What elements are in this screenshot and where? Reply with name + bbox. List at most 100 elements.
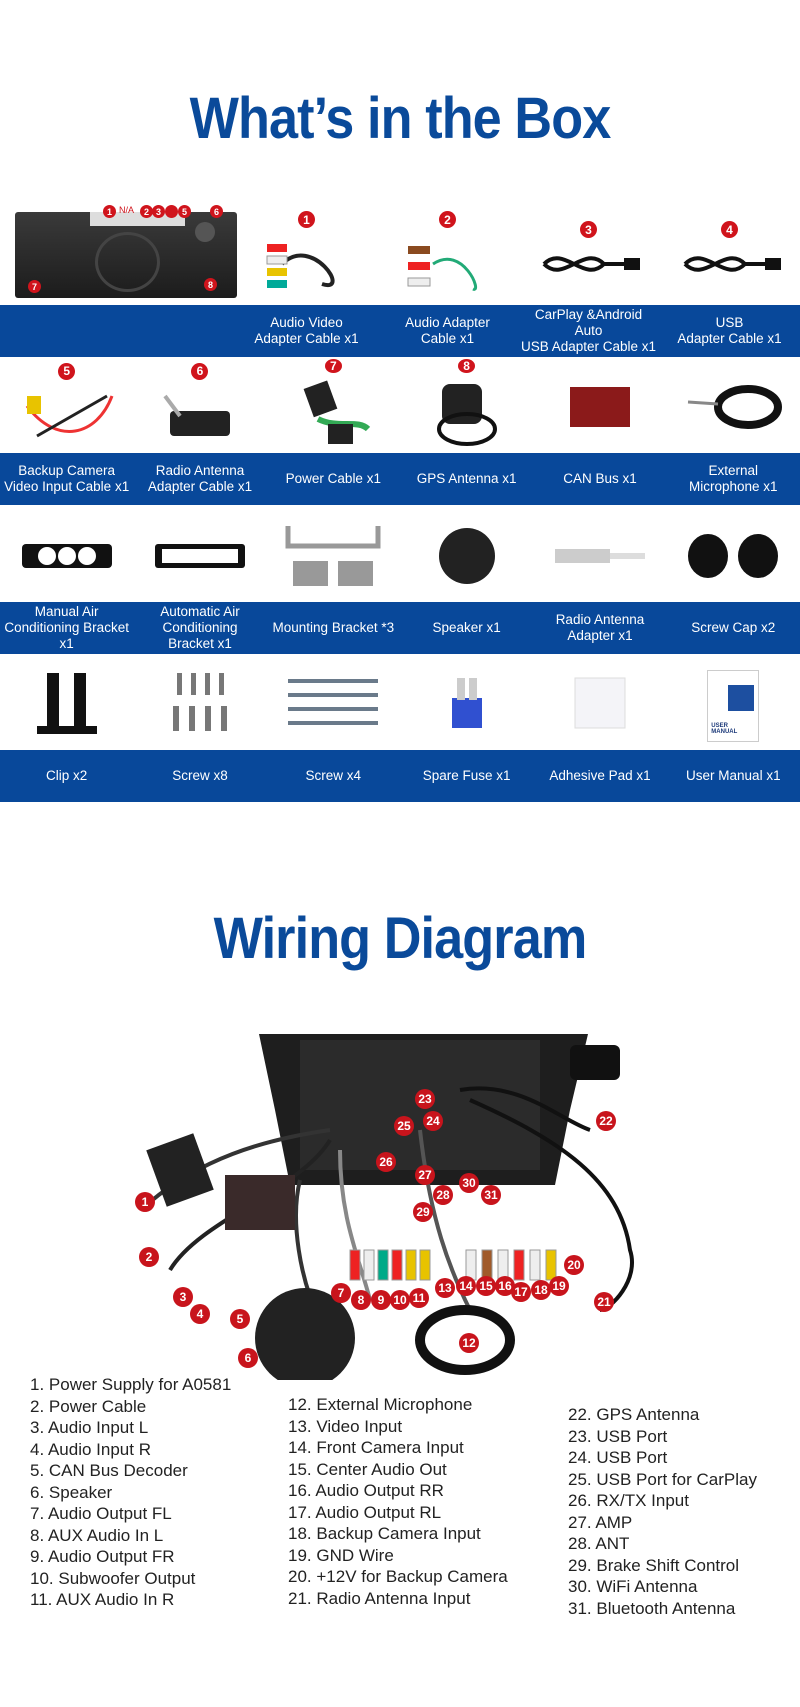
- item-label: External Microphone x1: [689, 462, 778, 494]
- row4-images: USER MANUAL: [0, 655, 800, 750]
- wiring-marker-25: 25: [394, 1116, 414, 1136]
- wiring-marker-5: 5: [230, 1309, 250, 1329]
- item-label: Screw x8: [172, 767, 228, 783]
- rca-plug: [405, 1249, 417, 1281]
- item-number: 5: [58, 362, 76, 380]
- row3-images: [0, 508, 800, 602]
- item-number: 4: [721, 221, 738, 238]
- wiring-list-item: 26. RX/TX Input: [568, 1491, 689, 1510]
- item-label: Audio Video Adapter Cable x1: [254, 314, 359, 346]
- wiring-list-item: 4. Audio Input R: [30, 1439, 151, 1459]
- item-number: 2: [439, 211, 456, 228]
- item-microphone: [667, 360, 800, 453]
- wiring-list-item: 3. Audio Input L: [30, 1418, 149, 1437]
- bracket-manual-icon: [17, 541, 117, 576]
- wiring-list-item: 28. ANT: [568, 1534, 630, 1553]
- wiring-marker-29: 29: [413, 1202, 433, 1222]
- wiring-marker-30: 30: [459, 1173, 479, 1193]
- wiring-marker-12: 12: [459, 1333, 479, 1353]
- wiring-list-item: 22. GPS Antenna: [568, 1405, 700, 1424]
- wiring-list-item: 6. Speaker: [30, 1482, 113, 1502]
- wiring-marker-1: 1: [135, 1192, 155, 1212]
- gps-icon: [432, 379, 502, 454]
- box-title: What’s in the Box: [189, 86, 612, 151]
- wiring-list-item: 18. Backup Camera Input: [288, 1524, 481, 1543]
- item-label: Audio Adapter Cable x1: [405, 314, 490, 346]
- canbus-icon: [565, 382, 635, 437]
- wiring-list-item: 10. Subwoofer Output: [30, 1568, 196, 1588]
- wiring-marker-13: 13: [435, 1278, 455, 1298]
- mounting-bracket-icon: [283, 521, 383, 596]
- wiring-marker-9: 9: [371, 1290, 391, 1310]
- wiring-marker-27: 27: [415, 1165, 435, 1185]
- item-pad: [533, 655, 666, 750]
- user-manual-icon: USER MANUAL: [707, 669, 760, 742]
- item-number: 1: [298, 211, 315, 228]
- item-label: Screw x4: [305, 767, 362, 783]
- rca-plug: [545, 1249, 557, 1281]
- wiring-marker-23: 23: [415, 1089, 435, 1109]
- antenna-adapter-icon: [550, 541, 650, 576]
- item-manual: USER MANUAL: [667, 655, 800, 750]
- wiring-list-item: 23. USB Port: [568, 1426, 668, 1446]
- item-label: USB Adapter Cable x1: [677, 314, 782, 346]
- item-label: Radio Antenna Adapter Cable x1: [147, 462, 253, 494]
- camera-cable-icon: [17, 386, 117, 451]
- item-bracket-manual: [0, 508, 133, 602]
- marker: 6: [210, 205, 223, 218]
- item-gps: 8: [400, 359, 533, 454]
- item-fuse: [400, 655, 533, 750]
- wiring-list-item: 9. Audio Output FR: [30, 1547, 175, 1566]
- item-usb-cable: 4: [659, 205, 800, 305]
- marker: N/A: [119, 205, 135, 215]
- antenna-cable-icon: [150, 386, 250, 451]
- item-label: Power Cable x1: [285, 470, 381, 486]
- wiring-list-item: 19. GND Wire: [288, 1545, 394, 1565]
- item-screw-long: [267, 655, 400, 750]
- item-canbus: [533, 360, 666, 453]
- marker: 7: [28, 280, 41, 293]
- item-label: Backup Camera Video Input Cable x1: [4, 462, 130, 494]
- item-number: 8: [458, 359, 476, 373]
- wiring-list-item: 31. Bluetooth Antenna: [568, 1598, 736, 1618]
- wiring-list-item: 27. AMP: [568, 1512, 633, 1532]
- head-unit-markers: 1 N/A 2 3 4 5 6 7 8: [15, 205, 237, 300]
- av-cable-icon: [262, 234, 352, 299]
- wiring-list-item: 20. +12V for Backup Camera: [288, 1567, 508, 1586]
- wiring-marker-18: 18: [531, 1280, 551, 1300]
- wiring-list-item: 15. Center Audio Out: [288, 1459, 447, 1479]
- item-label: CarPlay &Android Auto USB Adapter Cable …: [520, 306, 657, 355]
- wiring-marker-11: 11: [409, 1288, 429, 1308]
- marker: 3: [152, 205, 165, 218]
- item-usb-cable: 3: [518, 205, 659, 305]
- item-label: Spare Fuse x1: [422, 767, 511, 783]
- usb-cable-icon: [675, 244, 785, 289]
- item-audio-cable: 2: [377, 205, 518, 305]
- wiring-list-item: 2. Power Cable: [30, 1396, 147, 1416]
- item-label: Radio Antenna Adapter x1: [555, 611, 645, 643]
- usb-cable-icon: [534, 244, 644, 289]
- power-cable-icon: [288, 379, 378, 454]
- item-number: 7: [324, 359, 342, 373]
- item-number: 3: [580, 221, 597, 238]
- item-mounting-bracket: [267, 508, 400, 602]
- rca-plug: [419, 1249, 431, 1281]
- item-power-cable: 7: [267, 359, 400, 454]
- wiring-marker-24: 24: [423, 1111, 443, 1131]
- marker: 2: [140, 205, 153, 218]
- item-antenna-cable: 6: [133, 360, 266, 453]
- wiring-list-item: 1. Power Supply for A0581: [30, 1375, 232, 1394]
- wiring-marker-20: 20: [564, 1255, 584, 1275]
- audio-cable-icon: [403, 234, 493, 299]
- item-screw-short: [133, 655, 266, 750]
- row2-images: 5 6 7 8: [0, 359, 800, 454]
- wiring-list-item: 8. AUX Audio In L: [30, 1525, 164, 1545]
- rca-plug: [349, 1249, 361, 1281]
- item-clip: [0, 655, 133, 750]
- wiring-marker-6: 6: [238, 1348, 258, 1368]
- screw-long-icon: [283, 673, 383, 738]
